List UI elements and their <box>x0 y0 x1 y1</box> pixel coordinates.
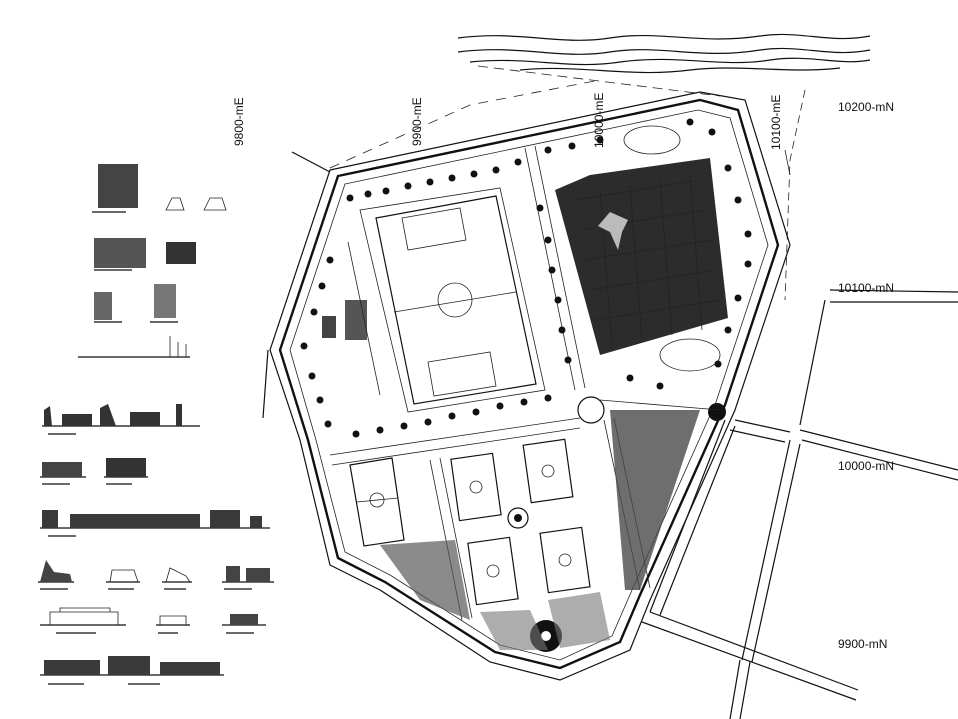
bleachers <box>322 241 381 396</box>
easting-label-10100: 10100-mE <box>769 95 783 150</box>
river-outline <box>457 33 871 97</box>
elevation-strips <box>38 404 274 685</box>
northing-label-10000: 10000-mN <box>838 459 894 473</box>
easting-label-9900: 9900-mE <box>410 97 424 146</box>
tree-masses <box>380 410 700 650</box>
site-boundary <box>269 91 791 681</box>
easting-label-9800: 9800-mE <box>232 97 246 146</box>
northing-label-9900: 9900-mN <box>838 637 887 651</box>
tree-row-right <box>536 164 752 390</box>
northing-label-10200: 10200-mN <box>838 100 894 114</box>
detail-thumbnails <box>78 164 227 358</box>
road-network <box>262 79 958 719</box>
plaza-block <box>555 125 728 372</box>
tree-row-left <box>300 256 552 438</box>
futsal-field <box>349 457 405 547</box>
soccer-field <box>359 187 546 413</box>
tree-row-top <box>346 118 716 202</box>
northing-label-10100: 10100-mN <box>838 281 894 295</box>
basketball-courts <box>450 438 591 606</box>
